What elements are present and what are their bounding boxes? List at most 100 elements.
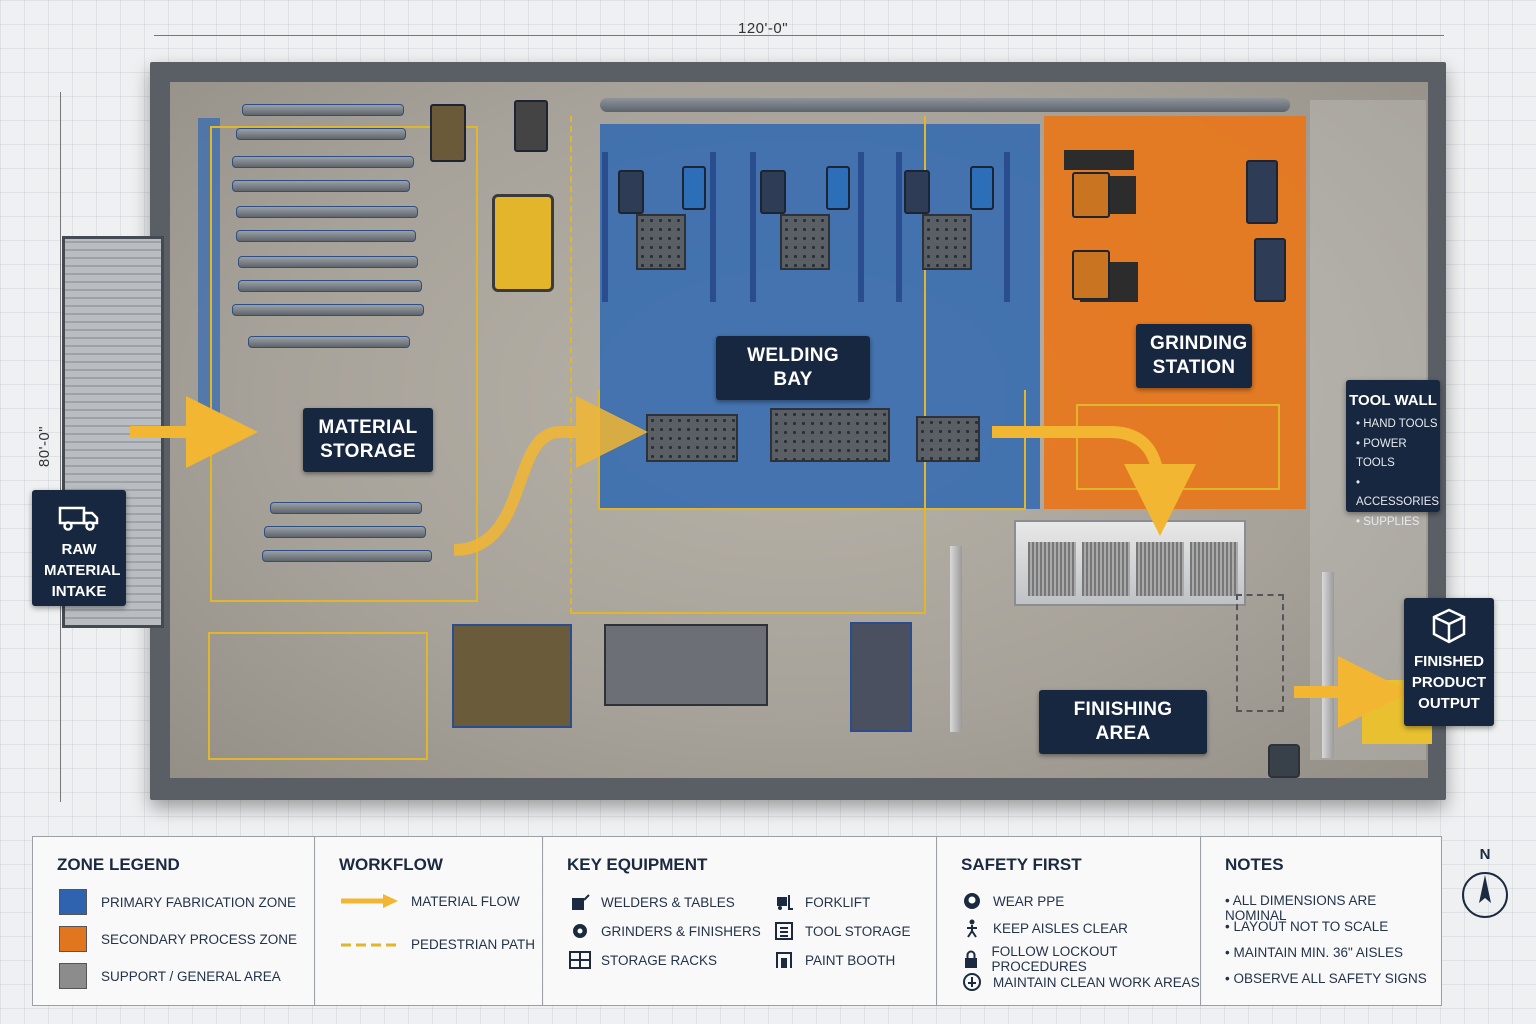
welder-machine — [826, 166, 850, 210]
intake-label: RAW MATERIAL INTAKE — [44, 541, 121, 600]
toolbox-icon — [773, 920, 795, 942]
compass-north-label: N — [1479, 846, 1491, 863]
welder-machine — [682, 166, 706, 210]
note-item: • LAYOUT NOT TO SCALE — [1225, 919, 1389, 934]
booth-wall — [750, 152, 756, 302]
legend-label: SECONDARY PROCESS ZONE — [101, 931, 298, 947]
material-flow-arrow-icon — [341, 894, 398, 908]
equipment-item: WELDERS & TABLES — [569, 891, 735, 913]
legend-label: PRIMARY FABRICATION ZONE — [101, 894, 297, 910]
partition-wall — [950, 546, 962, 732]
welding-to-finishing-arrow — [992, 426, 1196, 536]
equipment-label: PAINT BOOTH — [805, 952, 896, 968]
rack-bar — [232, 304, 424, 316]
workflow-label: PEDESTRIAN PATH — [411, 937, 536, 952]
tool-wall-list: • HAND TOOLS • POWER TOOLS • ACCESSORIES… — [1346, 415, 1440, 532]
zone-legend-title: ZONE LEGEND — [57, 855, 180, 874]
safety-label: WEAR PPE — [993, 893, 1065, 909]
material-cart — [452, 624, 572, 728]
lock-icon — [961, 948, 982, 970]
equipment-item: GRINDERS & FINISHERS — [569, 920, 761, 942]
safety-item: WEAR PPE — [961, 890, 1064, 912]
rack-bar — [248, 336, 410, 348]
width-dimension-line — [154, 35, 1444, 36]
staging-floor-marking — [208, 632, 428, 760]
box-icon — [1432, 608, 1466, 644]
waste-bin — [1268, 744, 1300, 778]
welding-table — [636, 214, 686, 270]
legend-swatch — [59, 889, 87, 915]
safety-label: MAINTAIN CLEAN WORK AREAS — [993, 974, 1200, 990]
rack-bar — [236, 128, 406, 140]
pedestrian-path-dash-icon — [341, 943, 399, 946]
booth-wall — [858, 152, 864, 302]
equipment-label: STORAGE RACKS — [601, 952, 718, 968]
rack-bar — [264, 526, 426, 538]
equipment-item: FORKLIFT — [773, 891, 870, 913]
equipment-item: PAINT BOOTH — [773, 949, 895, 971]
forklift-icon — [773, 891, 795, 913]
grinder-machine — [1072, 172, 1110, 218]
welder-icon — [569, 891, 591, 913]
rack-bar — [270, 502, 422, 514]
walkway-floor-marking — [570, 116, 926, 614]
booth-filter — [1190, 542, 1238, 596]
grinding-station-label: GRINDING STATION — [1136, 324, 1252, 388]
key-equipment-title: KEY EQUIPMENT — [567, 855, 708, 874]
booth-wall — [602, 152, 608, 302]
grinder-machine — [1254, 238, 1286, 302]
fixture-table — [646, 414, 738, 462]
safety-item: KEEP AISLES CLEAR — [961, 917, 1128, 939]
welding-table — [780, 214, 830, 270]
note-item: • MAINTAIN MIN. 36" AISLES — [1225, 945, 1404, 960]
tool-wall-card: TOOL WALL • HAND TOOLS • POWER TOOLS • A… — [1346, 380, 1440, 528]
width-dimension: 120'-0" — [738, 20, 789, 37]
safety-title: SAFETY FIRST — [961, 855, 1082, 874]
key-equipment-panel: KEY EQUIPMENT WELDERS & TABLES GRINDERS … — [542, 836, 938, 1006]
finishing-area-label: FINISHING AREA — [1039, 690, 1207, 754]
workflow-panel: WORKFLOW MATERIAL FLOW PEDESTRIAN PATH — [314, 836, 544, 1006]
rack-bar — [236, 230, 416, 242]
welder-machine — [760, 170, 786, 214]
safety-label: FOLLOW LOCKOUT PROCEDURES — [991, 944, 1118, 974]
booth-filter — [1136, 542, 1184, 596]
legend-item-support: SUPPORT / GENERAL AREA — [59, 963, 281, 989]
workflow-label: MATERIAL FLOW — [411, 893, 520, 909]
raw-material-intake-card: RAW MATERIAL INTAKE — [32, 490, 126, 606]
rack-bar — [232, 156, 414, 168]
partition-wall — [1322, 572, 1334, 758]
notes-title: NOTES — [1225, 855, 1284, 874]
storage-to-welding-arrow — [453, 396, 648, 556]
safety-panel: SAFETY FIRST WEAR PPE KEEP AISLES CLEAR … — [936, 836, 1202, 1006]
info-panels: ZONE LEGEND PRIMARY FABRICATION ZONE SEC… — [32, 836, 1442, 1006]
zone-legend-panel: ZONE LEGEND PRIMARY FABRICATION ZONE SEC… — [32, 836, 316, 1006]
note-item: • ALL DIMENSIONS ARE NOMINAL — [1225, 893, 1377, 923]
booth-filter — [1028, 542, 1076, 596]
legend-item-primary: PRIMARY FABRICATION ZONE — [59, 889, 296, 915]
equipment-item: TOOL STORAGE — [773, 920, 911, 942]
safety-item: FOLLOW LOCKOUT PROCEDURES — [961, 944, 1201, 974]
booth-filter — [1082, 542, 1130, 596]
equipment-label: WELDERS & TABLES — [601, 894, 735, 910]
rack-bar — [232, 180, 410, 192]
rack-bar — [242, 104, 404, 116]
welder-machine — [904, 170, 930, 214]
welder-machine — [970, 166, 994, 210]
clean-icon — [961, 971, 983, 993]
rack-bar — [238, 256, 418, 268]
workflow-item-pedestrian-path: PEDESTRIAN PATH — [341, 937, 535, 952]
storage-floor-marking — [210, 126, 478, 602]
safety-item: MAINTAIN CLEAN WORK AREAS — [961, 971, 1200, 993]
finished-product-output-card: FINISHED PRODUCT OUTPUT — [1404, 598, 1494, 726]
aisle-icon — [961, 917, 983, 939]
assembly-table — [604, 624, 768, 706]
rack-bar — [238, 280, 422, 292]
truck-icon — [58, 506, 99, 531]
tool-storage-cabinet — [850, 622, 912, 732]
tool-wall-item: • POWER TOOLS — [1356, 437, 1407, 470]
tool-wall-item: • SUPPLIES — [1356, 515, 1420, 528]
rack-icon — [569, 949, 591, 971]
anti-fatigue-mat — [1064, 150, 1134, 170]
tool-wall-title: TOOL WALL — [1349, 392, 1437, 409]
